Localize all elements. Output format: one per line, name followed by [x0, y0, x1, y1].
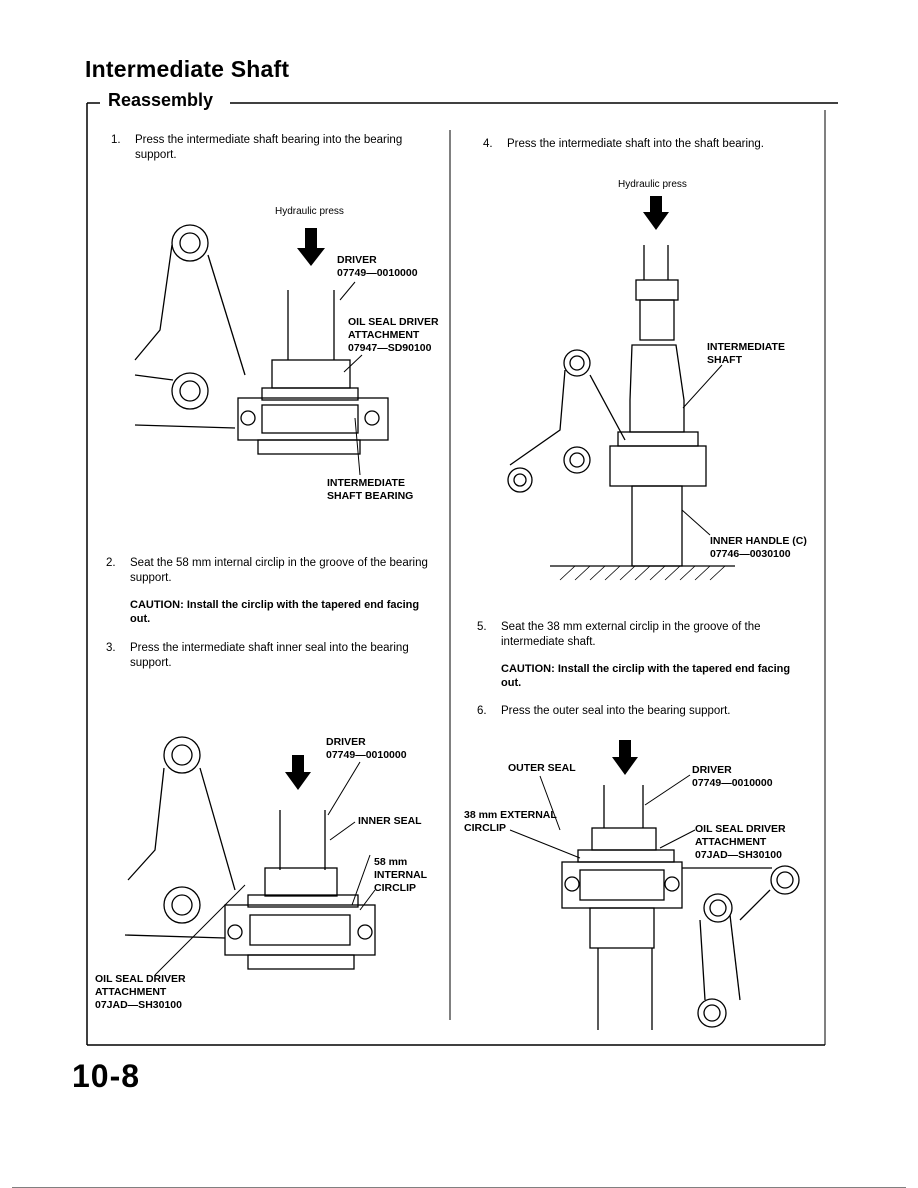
press-arrow-icon	[643, 196, 669, 230]
fig4-circlip-label: 38 mm EXTERNAL CIRCLIP	[464, 809, 557, 835]
step-number: 4.	[483, 138, 493, 150]
caution-step-5: CAUTION: Install the circlip with the ta…	[501, 663, 791, 689]
step-number: 2.	[106, 557, 116, 569]
caution-step-2: CAUTION: Install the circlip with the ta…	[130, 599, 420, 625]
fig1-bearing-line2: SHAFT BEARING	[327, 490, 414, 502]
step-3: 3. Press the intermediate shaft inner se…	[106, 641, 430, 671]
fig2-circlip-line3: CIRCLIP	[374, 882, 416, 894]
fig4-outer-seal-label: OUTER SEAL	[508, 762, 576, 774]
step-1: 1. Press the intermediate shaft bearing …	[111, 133, 440, 163]
fig1-attach-pn: 07947—SD90100	[348, 342, 432, 354]
press-arrow-icon	[285, 755, 311, 790]
fig1-bearing-label: INTERMEDIATE SHAFT BEARING	[327, 477, 413, 503]
fig2-driver-label: DRIVER 07749—0010000	[326, 736, 407, 762]
fig3-handle-line1: INNER HANDLE (C)	[710, 535, 807, 547]
fig1-press-label: Hydraulic press	[275, 206, 344, 217]
fig4-driver-pn: 07749—0010000	[692, 777, 773, 789]
fig3-handle-pn: 07746—0030100	[710, 548, 791, 560]
fig4-driver-label: DRIVER 07749—0010000	[692, 764, 773, 790]
fig4-driver-name: DRIVER	[692, 764, 732, 776]
fig2-attach-line1: OIL SEAL DRIVER	[95, 973, 186, 985]
page-number: 10-8	[72, 1058, 141, 1094]
fig1-bearing-line1: INTERMEDIATE	[327, 477, 405, 489]
fig1-attachment-label: OIL SEAL DRIVER ATTACHMENT 07947—SD90100	[348, 316, 439, 355]
step-number: 1.	[111, 134, 121, 146]
fig2-driver-pn: 07749—0010000	[326, 749, 407, 761]
section-heading: Reassembly	[108, 90, 214, 110]
step-text: Press the intermediate shaft into the sh…	[507, 138, 764, 150]
fig4-attach-line2: ATTACHMENT	[695, 836, 767, 848]
fig1-driver-pn: 07749—0010000	[337, 267, 418, 279]
fig3-handle-label: INNER HANDLE (C) 07746—0030100	[710, 535, 807, 561]
step-text: Seat the 38 mm external circlip in the g…	[501, 621, 761, 648]
fig2-attachment-label: OIL SEAL DRIVER ATTACHMENT 07JAD—SH30100	[95, 973, 186, 1012]
press-arrow-icon	[612, 740, 638, 775]
fig4-attach-pn: 07JAD—SH30100	[695, 849, 782, 861]
fig4-circlip-line1: 38 mm EXTERNAL	[464, 809, 557, 821]
fig1-attach-line2: ATTACHMENT	[348, 329, 420, 341]
fig2-driver-name: DRIVER	[326, 736, 366, 748]
fig2-attach-line2: ATTACHMENT	[95, 986, 167, 998]
step-6: 6. Press the outer seal into the bearing…	[477, 704, 811, 719]
fig2-attach-pn: 07JAD—SH30100	[95, 999, 182, 1011]
fig1-driver-name: DRIVER	[337, 254, 377, 266]
fig4-attachment-label: OIL SEAL DRIVER ATTACHMENT 07JAD—SH30100	[695, 823, 786, 862]
step-number: 5.	[477, 621, 487, 633]
fig2-circlip-line2: INTERNAL	[374, 869, 428, 881]
fig2-circlip-line1: 58 mm	[374, 856, 408, 868]
step-text: Press the outer seal into the bearing su…	[501, 705, 731, 717]
step-4: 4. Press the intermediate shaft into the…	[483, 137, 817, 152]
fig4-attach-line1: OIL SEAL DRIVER	[695, 823, 786, 835]
fig1-attach-line1: OIL SEAL DRIVER	[348, 316, 439, 328]
fig3-shaft-line1: INTERMEDIATE	[707, 341, 785, 353]
step-number: 6.	[477, 705, 487, 717]
fig2-circlip-label: 58 mm INTERNAL CIRCLIP	[374, 856, 427, 895]
step-5: 5. Seat the 38 mm external circlip in th…	[477, 620, 811, 650]
step-text: Seat the 58 mm internal circlip in the g…	[130, 557, 428, 584]
step-text: Press the intermediate shaft bearing int…	[135, 134, 403, 161]
fig3-shaft-line2: SHAFT	[707, 354, 742, 366]
fig3-shaft-label: INTERMEDIATE SHAFT	[707, 341, 785, 367]
fig2-inner-seal-label: INNER SEAL	[358, 815, 422, 827]
press-arrow-icon	[297, 228, 325, 266]
step-2: 2. Seat the 58 mm internal circlip in th…	[106, 556, 430, 586]
fig3-press-label: Hydraulic press	[618, 179, 687, 190]
fig1-driver-label: DRIVER 07749—0010000	[337, 254, 418, 280]
page-title: Intermediate Shaft	[85, 56, 290, 82]
step-text: Press the intermediate shaft inner seal …	[130, 642, 409, 669]
step-number: 3.	[106, 642, 116, 654]
fig4-circlip-line2: CIRCLIP	[464, 822, 506, 834]
